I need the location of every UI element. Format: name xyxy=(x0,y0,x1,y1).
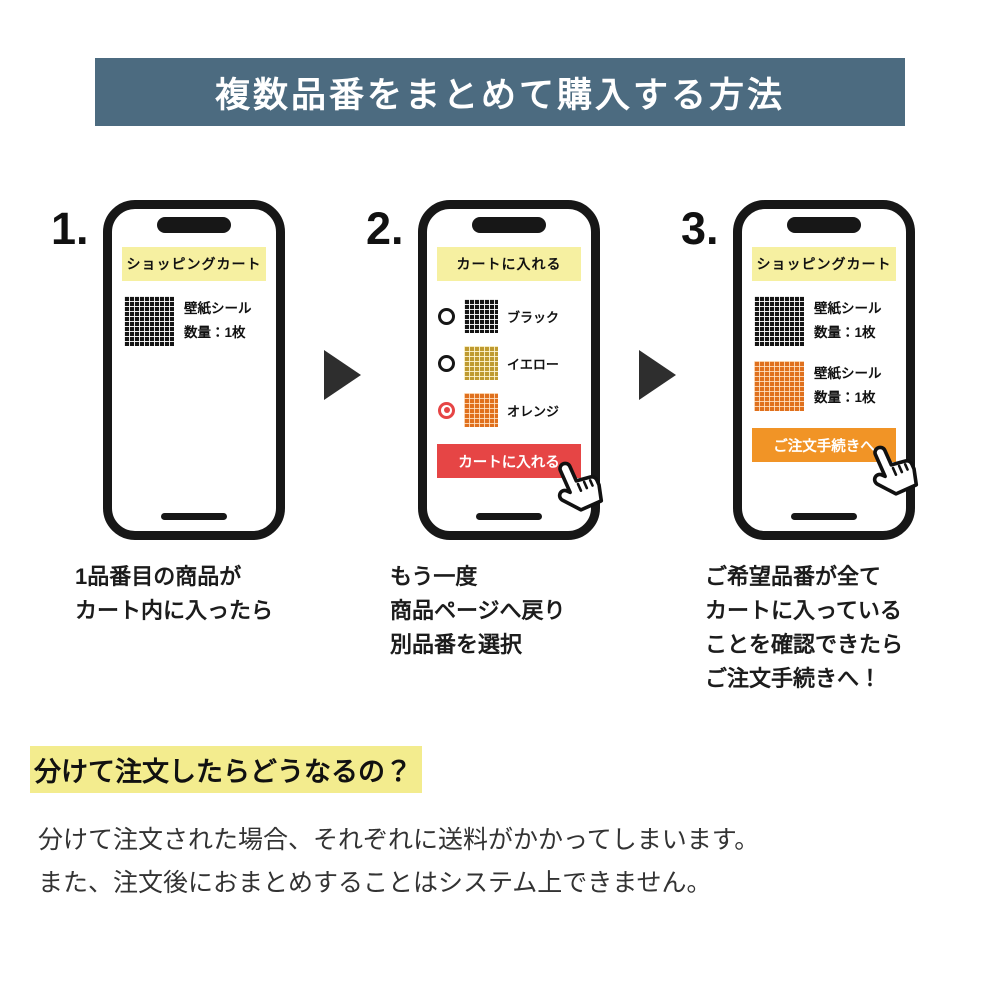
home-indicator xyxy=(161,513,227,520)
step-number: 2. xyxy=(366,203,404,254)
step-arrow-icon xyxy=(324,350,361,400)
product-swatch xyxy=(464,299,498,333)
step-number: 3. xyxy=(681,203,719,254)
product-info: 壁紙シール 数量：1枚 xyxy=(814,365,882,405)
add-to-cart-button[interactable]: カートに入れる xyxy=(437,444,604,512)
product-swatch xyxy=(464,346,498,380)
hand-cursor-icon xyxy=(557,461,604,512)
step-2: 2. カートに入れる ブラック イエロー xyxy=(366,200,634,662)
cart-banner: ショッピングカート xyxy=(122,247,266,281)
faq-body: 分けて注文された場合、それぞれに送料がかかってしまいます。 また、注文後におまと… xyxy=(38,826,760,897)
color-option-yellow[interactable]: イエロー xyxy=(438,346,580,380)
hand-cursor-icon xyxy=(872,445,919,496)
color-option-black[interactable]: ブラック xyxy=(438,299,580,333)
phone-frame: ショッピングカート 壁紙シール 数量：1枚 xyxy=(103,200,285,540)
phone-frame: カートに入れる ブラック イエロー オレンジ xyxy=(418,200,604,540)
product-swatch xyxy=(754,296,804,346)
cart-item: 壁紙シール 数量：1枚 xyxy=(754,296,894,346)
phone-notch xyxy=(157,217,231,233)
faq-heading: 分けて注文したらどうなるの？ xyxy=(30,746,422,794)
product-info: 壁紙シール 数量：1枚 xyxy=(814,300,882,340)
step-3: 3. ショッピングカート 壁紙シール 数量：1枚 壁紙シール 数量：1枚 ご注文… xyxy=(681,200,949,696)
option-label: オレンジ xyxy=(507,403,560,419)
color-option-orange[interactable]: オレンジ xyxy=(438,393,580,427)
product-swatch xyxy=(464,393,498,427)
page-title: 複数品番をまとめて購入する方法 xyxy=(95,58,905,126)
home-indicator xyxy=(476,513,542,520)
phone-frame: ショッピングカート 壁紙シール 数量：1枚 壁紙シール 数量：1枚 ご注文手続き… xyxy=(733,200,919,540)
step-caption: 1品番目の商品が カート内に入ったら xyxy=(75,564,274,624)
phone-notch xyxy=(472,217,546,233)
radio-button[interactable] xyxy=(438,307,455,325)
faq-section: 分けて注文したらどうなるの？ 分けて注文された場合、それぞれに送料がかかってしま… xyxy=(30,746,1000,904)
add-to-cart-banner: カートに入れる xyxy=(437,247,581,281)
add-to-cart-button-label: カートに入れる xyxy=(458,454,560,471)
home-indicator xyxy=(791,513,857,520)
radio-button[interactable] xyxy=(438,354,455,372)
checkout-button[interactable]: ご注文手続きへ xyxy=(752,428,919,496)
step-arrow-icon xyxy=(639,350,676,400)
cart-item: 壁紙シール 数量：1枚 xyxy=(754,361,894,411)
product-swatch xyxy=(754,361,804,411)
radio-button[interactable] xyxy=(438,401,455,419)
product-swatch xyxy=(124,296,174,346)
cart-banner: ショッピングカート xyxy=(752,247,896,281)
step-number: 1. xyxy=(51,203,89,254)
step-1: 1. ショッピングカート 壁紙シール 数量：1枚 1品番目の商品が カート内に入… xyxy=(51,200,319,628)
step-caption: ご希望品番が全て カートに入っている ことを確認できたら ご注文手続きへ！ xyxy=(705,564,904,692)
steps-row: 1. ショッピングカート 壁紙シール 数量：1枚 1品番目の商品が カート内に入… xyxy=(0,200,1000,696)
option-label: ブラック xyxy=(507,309,560,325)
option-label: イエロー xyxy=(507,356,559,372)
step-caption: もう一度 商品ページへ戻り 別品番を選択 xyxy=(390,564,566,658)
product-info: 壁紙シール 数量：1枚 xyxy=(184,300,252,340)
phone-notch xyxy=(787,217,861,233)
checkout-button-label: ご注文手続きへ xyxy=(773,438,875,455)
cart-item: 壁紙シール 数量：1枚 xyxy=(124,296,264,346)
